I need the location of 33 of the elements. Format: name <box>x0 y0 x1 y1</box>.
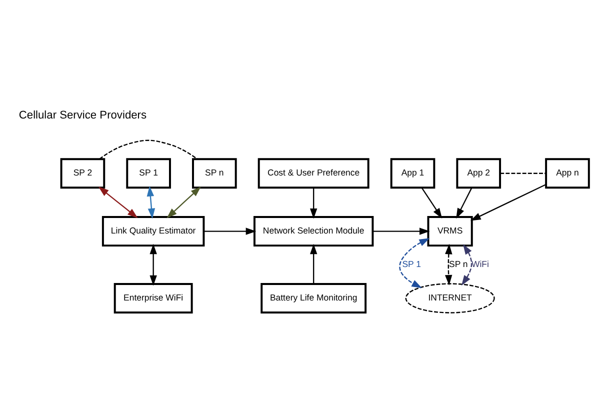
label: Cellular Service Providers <box>18 108 147 121</box>
arrow <box>421 186 442 218</box>
arrow <box>146 186 156 218</box>
node-box: SP n <box>192 158 237 188</box>
node-box: App n <box>545 158 590 188</box>
node-box: Network Selection Module <box>254 216 374 246</box>
arrow <box>150 243 157 286</box>
arrow <box>310 187 318 218</box>
node-box: Link Quality Estimator <box>102 216 205 246</box>
node-box: SP 1 <box>126 158 171 188</box>
node-ellipse: INTERNET <box>405 282 495 313</box>
edge-label: SP n <box>449 258 468 268</box>
arrow <box>461 244 472 286</box>
arrow <box>166 186 201 218</box>
node-box: SP 2 <box>60 158 106 188</box>
node-box: VRMS <box>427 216 473 246</box>
node-box: Cost & User Preference <box>258 158 370 188</box>
arrow <box>98 186 138 218</box>
node-box: App 2 <box>456 158 502 188</box>
arrow <box>204 227 256 234</box>
arrow <box>372 227 430 234</box>
edge-label: SP 1 <box>402 258 421 268</box>
arrow <box>399 238 430 288</box>
arrow <box>444 243 452 285</box>
edge-label: WiFi <box>471 258 489 268</box>
node-box: App 1 <box>390 158 436 188</box>
arrow <box>310 243 318 284</box>
node-box: Battery Life Monitoring <box>260 282 367 314</box>
node-box: Enterprise WiFi <box>114 282 193 314</box>
arrow <box>470 183 546 220</box>
connector <box>500 172 546 174</box>
arrow <box>456 187 472 218</box>
connector <box>99 139 198 159</box>
